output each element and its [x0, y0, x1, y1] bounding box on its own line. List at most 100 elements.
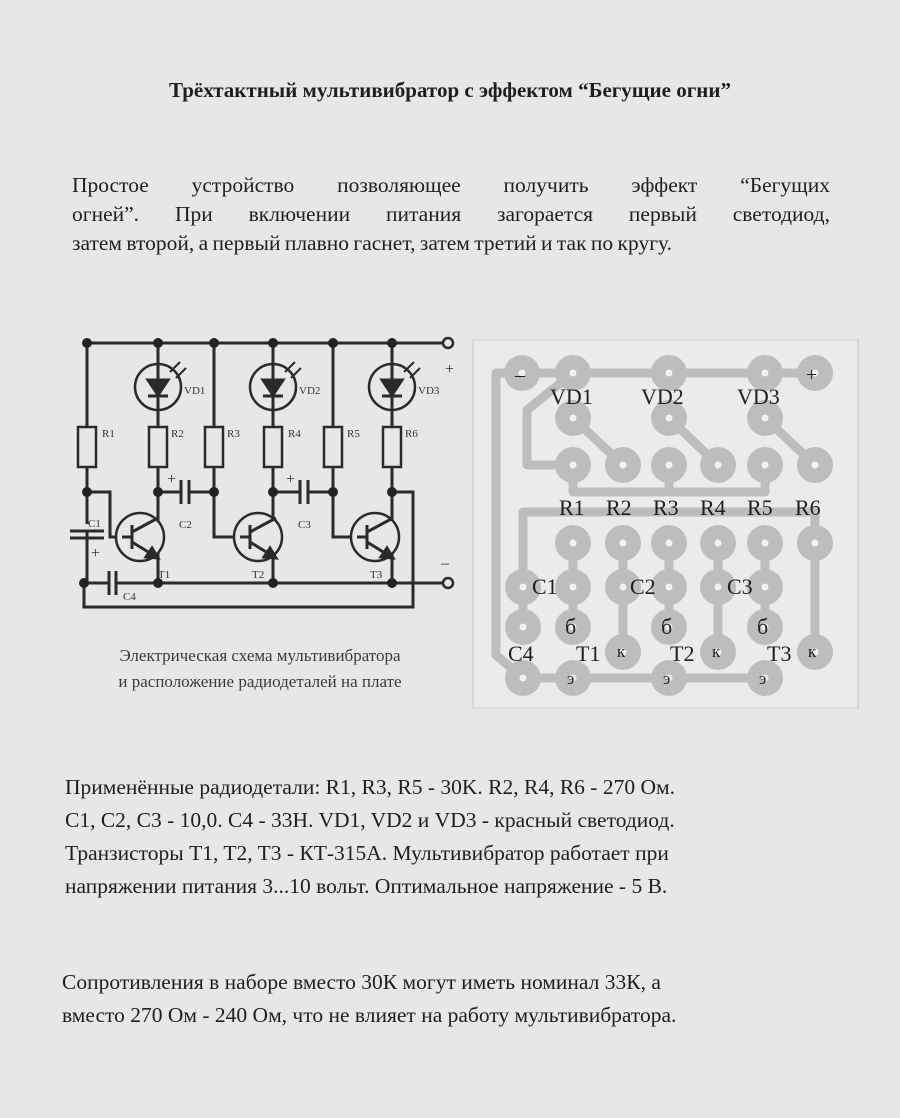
minus-terminal: [441, 576, 455, 590]
pcb-label-plus: +: [806, 364, 817, 386]
caption-line-1: Электрическая схема мультивибратора: [119, 646, 401, 665]
pcb-label-r1: R1: [559, 495, 585, 520]
pcb-pad-hole: [761, 369, 769, 377]
pcb-pad-hole: [714, 539, 722, 547]
pcb-pad-hole: [569, 461, 577, 469]
intro-line-3: затем второй, а первый плавно гаснет, за…: [72, 231, 672, 255]
pcb-label-vd3: VD3: [737, 384, 780, 409]
label-c4: C4: [123, 591, 136, 603]
pcb-pad-hole: [518, 369, 526, 377]
label-vd3: VD3: [418, 385, 440, 397]
parts-line-2: C1, C2, C3 - 10,0. C4 - 33H. VD1, VD2 и …: [65, 808, 675, 832]
resistor-r1: [76, 425, 98, 469]
label-r2: R2: [171, 428, 184, 440]
pcb-label-minus: –: [514, 364, 526, 386]
pcb-label-emitter-1: э: [567, 669, 574, 688]
pcb-pad-hole: [665, 583, 673, 591]
pcb-label-t3: T3: [767, 641, 791, 666]
label-r3: R3: [227, 428, 240, 440]
pcb-pad-hole: [811, 539, 819, 547]
label-c2: C2: [179, 519, 192, 531]
label-t3: T3: [370, 569, 383, 581]
pcb-label-base-2: б: [661, 614, 672, 639]
pcb-label-collector-1: к: [617, 642, 626, 661]
pcb-label-emitter-2: э: [663, 669, 670, 688]
label-r1: R1: [102, 428, 115, 440]
pcb-pad-hole: [811, 369, 819, 377]
pcb-pad-hole: [761, 674, 769, 682]
pcb-pad-hole: [761, 583, 769, 591]
parts-line-3: Транзисторы T1, T2, T3 - КТ-315А. Мульти…: [65, 841, 669, 865]
pcb-pad-hole: [569, 674, 577, 682]
pcb-label-base-1: б: [565, 614, 576, 639]
pcb-pad-hole: [761, 414, 769, 422]
pcb-label-t1: T1: [576, 641, 600, 666]
label-t1: T1: [158, 569, 170, 581]
label-c3: C3: [298, 519, 311, 531]
label-r5: R5: [347, 428, 360, 440]
pcb-pad-hole: [761, 623, 769, 631]
pcb-label-r6: R6: [795, 495, 821, 520]
pcb-pad-hole: [811, 648, 819, 656]
pcb-pad-hole: [714, 648, 722, 656]
resistor-r6: [381, 425, 403, 469]
pcb-pad-hole: [569, 414, 577, 422]
label-vd1: VD1: [184, 385, 205, 397]
pcb-pad-hole: [665, 539, 673, 547]
pcb-pad-hole: [714, 583, 722, 591]
label-supply-plus: +: [445, 361, 454, 378]
resistor-r3: [203, 425, 225, 469]
label-c3-plus: +: [286, 471, 295, 488]
note-line-1: Сопротивления в наборе вместо 30К могут …: [62, 970, 661, 994]
pcb-label-r2: R2: [606, 495, 632, 520]
pcb-label-vd1: VD1: [550, 384, 593, 409]
parts-line-4: напряжении питания 3...10 вольт. Оптимал…: [65, 874, 668, 898]
plus-terminal: [441, 336, 455, 350]
pcb-label-r5: R5: [747, 495, 773, 520]
resistor-r5: [322, 425, 344, 469]
label-r4: R4: [288, 428, 301, 440]
pcb-pad-hole: [519, 674, 527, 682]
pcb-pad-hole: [665, 461, 673, 469]
pcb-pad-hole: [569, 583, 577, 591]
resistor-r4: [262, 425, 284, 469]
circuit-schematic: R1 R2 R3 R4 R5 R6 VD1 VD2 VD3 C1 C2 C3 C…: [70, 336, 455, 609]
label-supply-minus: –: [440, 555, 450, 572]
pcb-pad-hole: [761, 461, 769, 469]
pcb-label-r3: R3: [653, 495, 679, 520]
pcb-pad-hole: [811, 461, 819, 469]
pcb-label-collector-2: к: [712, 642, 721, 661]
label-c1-plus: +: [91, 545, 100, 562]
pcb-pad-hole: [619, 583, 627, 591]
pcb-label-c2: C2: [630, 574, 656, 599]
label-c2-plus: +: [167, 471, 176, 488]
pcb-pad-hole: [665, 674, 673, 682]
pcb-pad-hole: [665, 369, 673, 377]
pcb-pad-hole: [519, 623, 527, 631]
label-c1: C1: [88, 518, 101, 530]
caption-line-2: и расположение радиодеталей на плате: [118, 672, 402, 691]
pcb-pad-hole: [569, 539, 577, 547]
page-title: Трёхтактный мультивибратор с эффектом “Б…: [169, 78, 731, 102]
pcb-label-c4: C4: [508, 641, 534, 666]
pcb-pads: [504, 355, 833, 696]
pcb-pad-hole: [569, 369, 577, 377]
resistor-r2: [147, 425, 169, 469]
pcb-pad-hole: [619, 461, 627, 469]
parts-line-1: Применённые радиодетали: R1, R3, R5 - 30…: [65, 775, 675, 799]
pcb-label-collector-3: к: [808, 642, 817, 661]
note-line-2: вместо 270 Ом - 240 Ом, что не влияет на…: [62, 1003, 677, 1027]
label-r6: R6: [405, 428, 418, 440]
pcb-pad-hole: [569, 623, 577, 631]
pcb-label-t2: T2: [670, 641, 694, 666]
pcb-pad-hole: [665, 414, 673, 422]
pcb-pad-hole: [714, 461, 722, 469]
pcb-label-c1: C1: [532, 574, 558, 599]
pcb-label-c3: C3: [727, 574, 753, 599]
pcb-pad-hole: [761, 539, 769, 547]
pcb-pad-hole: [619, 539, 627, 547]
pcb-label-emitter-3: э: [759, 669, 766, 688]
pcb-label-r4: R4: [700, 495, 726, 520]
pcb-pad-hole: [519, 583, 527, 591]
intro-line-1: Простое устройство позволяющее получить …: [72, 173, 830, 197]
